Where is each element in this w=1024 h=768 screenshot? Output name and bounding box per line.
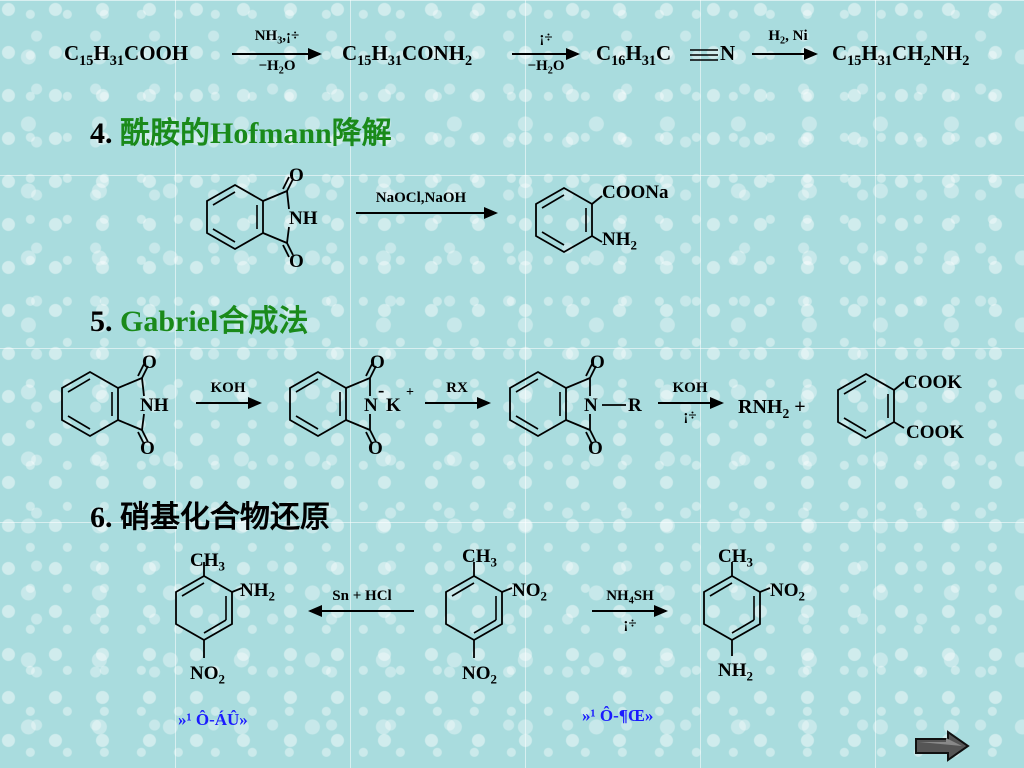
rnh2-product: RNH2 + bbox=[738, 396, 806, 421]
cond2-bottom: −H2O bbox=[527, 58, 565, 77]
cond-rx: RX bbox=[446, 380, 468, 396]
link-reduction-1[interactable]: »¹ Ô-ÁÛ» bbox=[178, 710, 248, 729]
cook-top: COOK bbox=[904, 372, 962, 393]
no2-label-4: NO2 bbox=[770, 580, 805, 604]
s5-O-bottom-3: O bbox=[588, 438, 603, 459]
nitrile-N: N bbox=[720, 41, 736, 65]
anthranilate-structure: COONa bbox=[535, 182, 669, 254]
s5-N-anion: N bbox=[364, 395, 378, 416]
dinitrotoluene-structure bbox=[445, 562, 513, 658]
cond-nh4sh: NH4SH bbox=[606, 588, 654, 607]
s5-R: R bbox=[628, 395, 642, 416]
cond-naocl: NaOCl,NaOH bbox=[375, 190, 467, 206]
nh2-label-6: NH2 bbox=[240, 580, 275, 604]
imide-O-top: O bbox=[289, 165, 304, 186]
section6-title: 硝基化合物还原 bbox=[120, 501, 330, 534]
link-reduction-2[interactable]: »¹ Ô-¶Œ» bbox=[582, 706, 654, 725]
nh2-label-7: NH2 bbox=[718, 660, 753, 684]
s5-N-alkyl: N bbox=[584, 395, 598, 416]
arrow-right-icon bbox=[915, 730, 970, 762]
section6-number: 6. bbox=[90, 501, 113, 534]
s5-O-top-3: O bbox=[590, 352, 605, 373]
s5-minus: - bbox=[378, 380, 384, 401]
arrow-3 bbox=[752, 48, 818, 60]
arrow-6b bbox=[592, 605, 668, 617]
next-slide-button[interactable] bbox=[914, 730, 970, 762]
no2-label-2: NO2 bbox=[512, 580, 547, 604]
no2-label-1: NO2 bbox=[190, 663, 225, 687]
phthalimide-structure-5: O NH O bbox=[61, 352, 169, 459]
product-amine: C15H31CH2NH2 bbox=[832, 41, 970, 69]
s5-O-top-2: O bbox=[370, 352, 385, 373]
arrow-5c bbox=[658, 397, 724, 409]
potassium-phthalimide-structure: O N - K + O bbox=[289, 352, 414, 459]
phthalimide-structure-4: O NH O bbox=[206, 165, 318, 272]
cook-bottom: COOK bbox=[906, 422, 964, 443]
nh2-label-4: NH2 bbox=[602, 229, 637, 253]
section5-title: Gabriel合成法 bbox=[120, 305, 309, 338]
section5-number: 5. bbox=[90, 305, 113, 338]
cond-heat-5: ¡÷ bbox=[683, 408, 697, 424]
arrow-5b bbox=[425, 397, 491, 409]
ch3-label-2: CH3 bbox=[462, 546, 497, 570]
cond3-top: H2, Ni bbox=[768, 28, 808, 47]
triple-bond bbox=[690, 49, 718, 61]
cond1-top: NH3,¡÷ bbox=[254, 28, 300, 47]
cond1-bottom: −H2O bbox=[258, 58, 296, 77]
cond-sn-hcl: Sn + HCl bbox=[332, 588, 392, 604]
cond-koh-2: KOH bbox=[672, 380, 708, 396]
coona-label: COONa bbox=[602, 182, 669, 203]
ch3-label-3: CH3 bbox=[718, 546, 753, 570]
section6-heading: 6. 硝基化合物还原 bbox=[90, 492, 330, 536]
product-nitrile: C16H31C bbox=[596, 41, 672, 69]
imide-O-bottom: O bbox=[289, 251, 304, 272]
s5-NH: NH bbox=[140, 395, 169, 416]
arrow-2 bbox=[512, 48, 580, 60]
no2-label-3: NO2 bbox=[462, 663, 497, 687]
s5-O-top-1: O bbox=[142, 352, 157, 373]
section5-heading: 5. Gabriel合成法 bbox=[90, 296, 308, 340]
arrow-4 bbox=[356, 207, 498, 219]
cond-koh-1: KOH bbox=[210, 380, 246, 396]
cond2-top: ¡÷ bbox=[539, 30, 553, 46]
s5-O-bottom-1: O bbox=[140, 438, 155, 459]
nitroaniline-product-1 bbox=[175, 562, 243, 658]
s5-O-bottom-2: O bbox=[368, 438, 383, 459]
product-amide: C15H31CONH2 bbox=[342, 41, 473, 69]
cond-heat-6: ¡÷ bbox=[623, 616, 637, 632]
n-alkylphthalimide-structure: O N R O bbox=[509, 352, 642, 459]
imide-NH: NH bbox=[289, 208, 318, 229]
arrow-6a bbox=[308, 605, 414, 617]
nitroaniline-product-2 bbox=[703, 562, 771, 656]
potassium-phthalate-structure: COOK COOK bbox=[837, 372, 964, 443]
s5-K: K bbox=[386, 395, 401, 416]
s5-plus: + bbox=[406, 385, 414, 400]
section4-heading: 4. 酰胺的Hofmann降解 bbox=[90, 108, 392, 152]
arrow-1 bbox=[232, 48, 322, 60]
section4-title: 酰胺的Hofmann降解 bbox=[120, 117, 392, 150]
reactant-palmitic-acid: C15H31COOH bbox=[64, 41, 189, 69]
section4-number: 4. bbox=[90, 117, 113, 150]
ch3-label-1: CH3 bbox=[190, 550, 225, 574]
arrow-5a bbox=[196, 397, 262, 409]
